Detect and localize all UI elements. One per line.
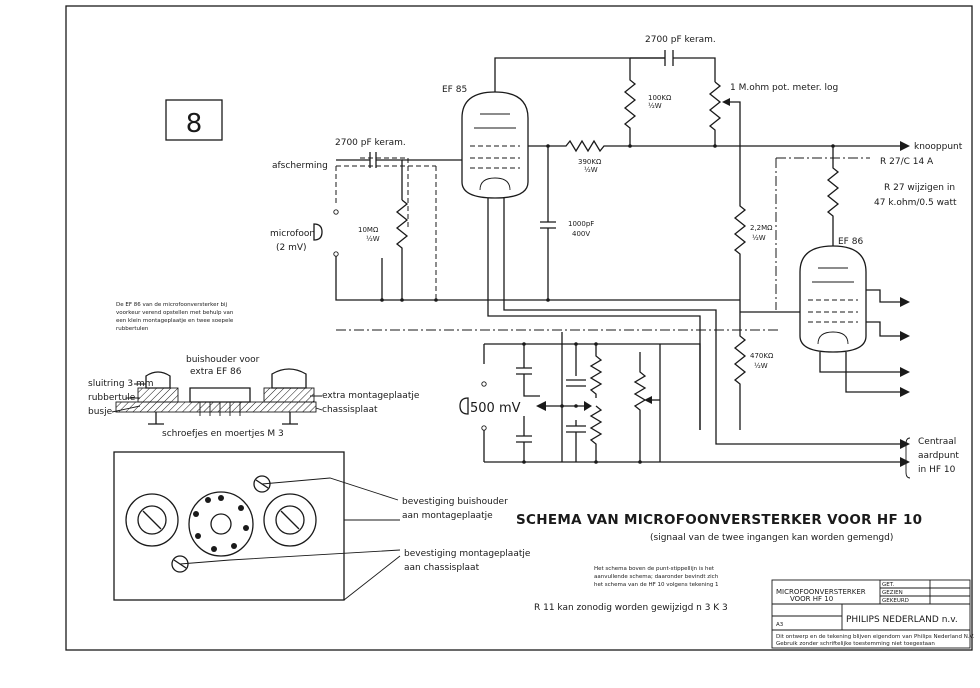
r22m-value: 2,2MΩ bbox=[750, 224, 773, 232]
note-ef86-3: een klein montageplaatje en twee soepele bbox=[116, 318, 234, 324]
ef86-label: EF 86 bbox=[838, 237, 863, 247]
mount-2a: bevestiging montageplaatje bbox=[404, 549, 531, 559]
cap-left-label: 2700 pF keram. bbox=[335, 138, 406, 148]
sheet-border bbox=[65, 5, 973, 651]
r27-label: R 27/C 14 A bbox=[880, 157, 934, 167]
mount-1b: aan montageplaatje bbox=[402, 511, 493, 521]
extra-plaat-label: extra montageplaatje bbox=[322, 391, 420, 401]
c1000-volt: 400V bbox=[572, 230, 590, 238]
r390k-watt: ½W bbox=[584, 166, 598, 174]
busje-label: busje bbox=[88, 407, 113, 417]
schema-title: SCHEMA VAN MICROFOONVERSTERKER VOOR HF 1… bbox=[516, 512, 922, 528]
pot-label: 1 M.ohm pot. meter. log bbox=[730, 83, 838, 93]
centraal-2: aardpunt bbox=[918, 451, 959, 461]
wiring-mic-input: 2700 pF keram. afscherming 10MΩ ½W micro… bbox=[270, 138, 959, 479]
r10m-value: 10MΩ bbox=[358, 226, 379, 234]
wiring-top: 2700 pF keram. 100KΩ ½W 1 M.ohm pot. met… bbox=[494, 35, 963, 430]
note-r11: R 11 kan zonodig worden gewijzigd n 3 K … bbox=[534, 603, 728, 613]
schroefjes-label: schroefjes en moertjes M 3 bbox=[162, 429, 284, 439]
tb-company: PHILIPS NEDERLAND n.v. bbox=[846, 615, 958, 625]
note-schema-1: Het schema boven de punt-stippellijn is … bbox=[594, 566, 715, 572]
mount-1a: bevestiging buishouder bbox=[402, 497, 508, 507]
r470k-watt: ½W bbox=[754, 362, 768, 370]
input-500mv-label: 500 mV bbox=[470, 401, 521, 416]
r470k-value: 470KΩ bbox=[750, 352, 774, 360]
mic-level: (2 mV) bbox=[276, 243, 307, 253]
schema-subtitle: (signaal van de twee ingangen kan worden… bbox=[650, 533, 893, 543]
rubbertule-label: rubbertule bbox=[88, 393, 136, 403]
tb-bottom-1: Dit ontwerp en de tekening blijven eigen… bbox=[776, 634, 975, 640]
note-schema-3: het schema van de HF 10 volgens tekening… bbox=[594, 582, 719, 588]
note-ef86-2: voorkeur verend opstellen met behulp van bbox=[116, 310, 234, 316]
cap-top-label: 2700 pF keram. bbox=[645, 35, 716, 45]
mic-label: microfoon bbox=[270, 229, 315, 239]
note-schema-2: aanvullende schema; daaronder bevindt zi… bbox=[594, 574, 719, 580]
r22m-watt: ½W bbox=[752, 234, 766, 242]
tb-row-1: GET. bbox=[882, 582, 894, 588]
sheet-number: 8 bbox=[186, 109, 203, 139]
ef86-tube: EF 86 bbox=[799, 237, 867, 353]
tb-bottom-2: Gebruik zonder schriftelijke toestemming… bbox=[776, 641, 935, 647]
shield-label: afscherming bbox=[272, 161, 328, 171]
buishouder-1: buishouder voor bbox=[186, 355, 260, 365]
tb-format: A3 bbox=[776, 622, 784, 628]
tb-row-3: GEKEURD bbox=[882, 598, 909, 604]
r100k-watt: ½W bbox=[648, 102, 662, 110]
note-ef86-1: De EF 86 van de microfoonversterker bij bbox=[116, 302, 228, 308]
knooppunt-label: knooppunt bbox=[914, 142, 963, 152]
tb-name-1: MICROFOONVERSTERKER bbox=[776, 588, 866, 596]
tube-socket-pins bbox=[193, 495, 249, 552]
r390k-value: 390KΩ bbox=[578, 158, 602, 166]
sheet-number-box: 8 bbox=[165, 99, 223, 141]
chassis-label: chassisplaat bbox=[322, 405, 378, 415]
sluitring-label: sluitring 3 mm bbox=[88, 379, 154, 389]
ef85-tube: EF 85 bbox=[442, 85, 529, 199]
buishouder-2: extra EF 86 bbox=[190, 367, 242, 377]
centraal-3: in HF 10 bbox=[918, 465, 956, 475]
mechanical-section: buishouder voor extra EF 86 sluitring 3 … bbox=[88, 355, 420, 439]
mounting-plate-view: bevestiging buishouder aan montageplaatj… bbox=[113, 451, 531, 601]
wiring-500mv-mixer: 500 mV bbox=[459, 332, 910, 467]
r10m-watt: ½W bbox=[366, 235, 380, 243]
note-ef86-4: rubbertulen bbox=[116, 326, 149, 332]
title-block: MICROFOONVERSTERKER VOOR HF 10 GET. GEZI… bbox=[771, 579, 975, 649]
c1000-value: 1000pF bbox=[568, 220, 594, 228]
ef85-label: EF 85 bbox=[442, 85, 467, 95]
r27-change-2: 47 k.ohm/0.5 watt bbox=[874, 198, 957, 208]
mounting-note: De EF 86 van de microfoonversterker bij … bbox=[116, 302, 234, 332]
tb-name-2: VOOR HF 10 bbox=[790, 595, 833, 603]
r27-change-1: R 27 wijzigen in bbox=[884, 183, 955, 193]
tb-row-2: GEZIEN bbox=[882, 590, 903, 596]
centraal-1: Centraal bbox=[918, 437, 956, 447]
mount-2b: aan chassisplaat bbox=[404, 563, 480, 573]
r100k-value: 100KΩ bbox=[648, 94, 672, 102]
